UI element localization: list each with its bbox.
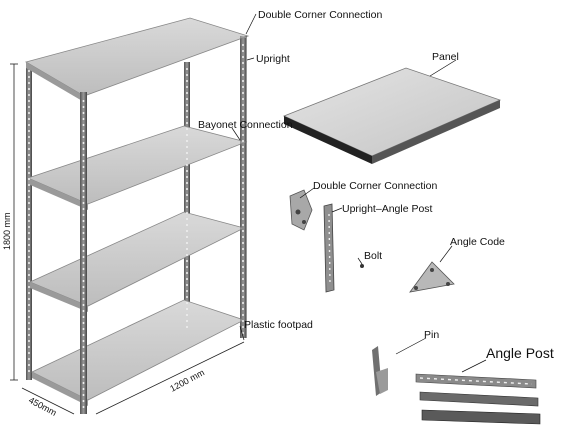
pin-part <box>372 346 388 396</box>
angle-post-3 <box>421 409 541 425</box>
label-plastic-footpad: Plastic footpad <box>244 319 313 331</box>
panel-part <box>282 67 502 164</box>
upright-angle-post-part <box>323 203 335 293</box>
upright-front-right <box>240 36 247 338</box>
leader-lines <box>231 13 487 373</box>
shelf-4 <box>31 299 246 401</box>
label-double-corner-connection: Double Corner Connection <box>258 9 382 21</box>
double-corner-part <box>289 189 313 231</box>
angle-post-parts <box>415 373 541 425</box>
upright-front-left <box>80 92 87 414</box>
shelf-1 <box>24 17 250 97</box>
label-double-corner-part: Double Corner Connection <box>313 180 437 192</box>
shelf-1-front <box>26 62 84 102</box>
label-angle-code: Angle Code <box>450 236 505 248</box>
depth-dimension-line <box>21 387 75 415</box>
width-dimension-line <box>95 341 245 415</box>
label-angle-post: Angle Post <box>486 345 554 361</box>
shelf-2-front <box>28 178 88 210</box>
shelving-unit <box>24 17 250 414</box>
dimension-lines <box>10 63 245 415</box>
dimension-height: 1800 mm <box>2 212 12 250</box>
angle-post-2 <box>419 391 539 407</box>
label-bayonet-connection: Bayonet Connection <box>198 119 293 131</box>
label-panel: Panel <box>432 51 459 63</box>
bolt-part <box>360 264 364 268</box>
angle-code-part <box>409 261 455 293</box>
shelf-3-front <box>30 282 88 312</box>
label-upright-angle-post: Upright–Angle Post <box>342 203 433 215</box>
shelf-3 <box>28 211 246 307</box>
dimension-width: 1200 mm <box>168 367 206 393</box>
label-pin: Pin <box>424 329 439 341</box>
label-bolt: Bolt <box>364 250 382 262</box>
shelf-4-front <box>32 372 88 406</box>
upright-back-right <box>184 62 190 332</box>
label-upright: Upright <box>256 53 290 65</box>
